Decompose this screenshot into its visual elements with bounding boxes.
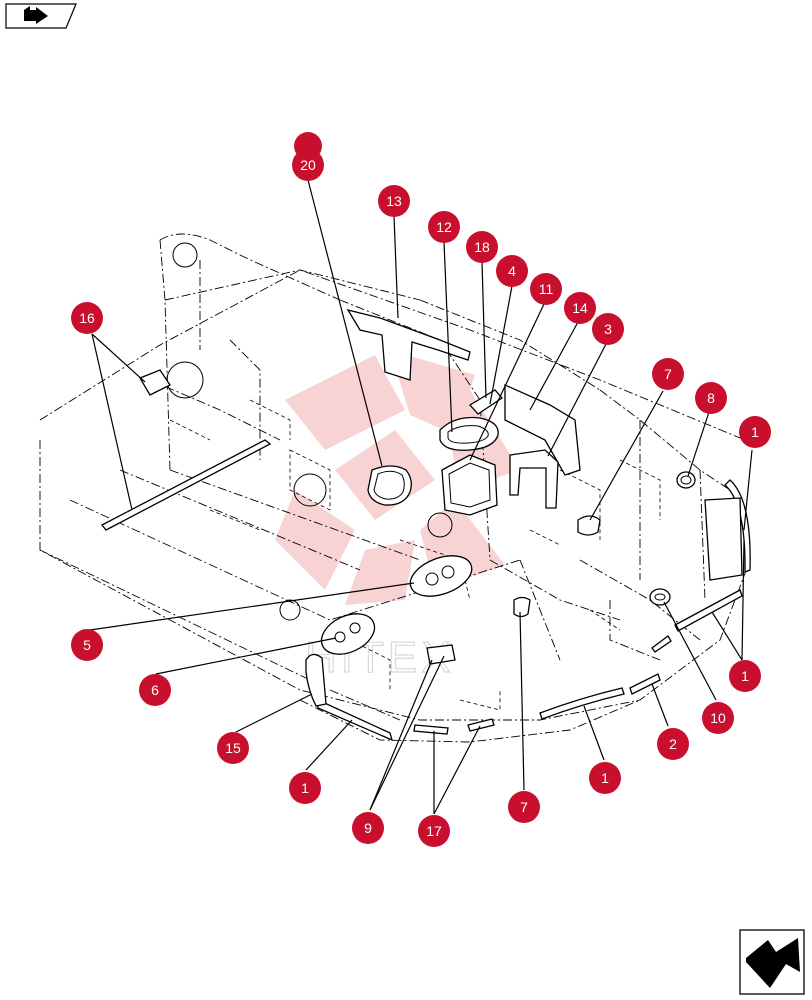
- seal-strip: [468, 389, 503, 415]
- bracket: [139, 369, 171, 396]
- leader-lines: [89, 179, 753, 815]
- callout-12[interactable]: 12: [428, 211, 460, 243]
- callout-label: 5: [83, 637, 91, 653]
- callout-6[interactable]: 6: [139, 674, 171, 706]
- callout-label: 18: [474, 239, 490, 255]
- callout-label: 7: [520, 799, 528, 815]
- clip: [426, 644, 456, 665]
- callout-1-right[interactable]: 1: [739, 416, 771, 448]
- short-strip: [629, 673, 661, 695]
- callout-label: 1: [301, 780, 309, 796]
- callout-11[interactable]: 11: [530, 273, 562, 305]
- callout-label: 10: [710, 710, 726, 726]
- callout-label: 7: [664, 366, 672, 382]
- callout-label: 17: [426, 823, 442, 839]
- cover-plate: [346, 308, 471, 381]
- flange-upper: [577, 515, 601, 536]
- callout-17[interactable]: 17: [418, 815, 450, 847]
- side-plate: [504, 383, 581, 476]
- corner-pad: [305, 653, 327, 707]
- callout-13[interactable]: 13: [378, 185, 410, 217]
- callout-16[interactable]: 16: [71, 302, 103, 334]
- callout-label: 3: [604, 321, 612, 337]
- callout-1-bottom-left[interactable]: 1: [289, 772, 321, 804]
- pad-right: [467, 718, 495, 732]
- callout-label: 15: [225, 740, 241, 756]
- callout-20[interactable]: 20: [292, 149, 324, 181]
- upper-frame: [39, 233, 751, 743]
- callout-label: 13: [386, 193, 402, 209]
- callout-label: 4: [508, 263, 516, 279]
- callout-label: 8: [707, 390, 715, 406]
- callout-18[interactable]: 18: [466, 231, 498, 263]
- flange-lower: [513, 596, 531, 618]
- callout-4[interactable]: 4: [496, 255, 528, 287]
- callout-label: 12: [436, 219, 452, 235]
- arrow-right-icon[interactable]: [5, 3, 77, 29]
- callout-label: 16: [79, 310, 95, 326]
- pad-left: [413, 724, 449, 735]
- tall-plate: [704, 497, 743, 581]
- edge-strip-left: [317, 698, 394, 742]
- callout-label: 9: [364, 820, 372, 836]
- callout-label: 20: [300, 157, 316, 173]
- callout-label: 1: [741, 668, 749, 684]
- callout-label: 1: [751, 424, 759, 440]
- callout-3[interactable]: 3: [592, 313, 624, 345]
- callout-1-lower-right[interactable]: 1: [729, 660, 761, 692]
- callout-7-upper[interactable]: 7: [652, 358, 684, 390]
- edge-strip-lower-right: [674, 589, 743, 632]
- callout-5[interactable]: 5: [71, 629, 103, 661]
- callout-label: 6: [151, 682, 159, 698]
- callout-label: 1: [601, 770, 609, 786]
- callout-7-lower[interactable]: 7: [508, 791, 540, 823]
- callout-2[interactable]: 2: [657, 728, 689, 760]
- callout-15[interactable]: 15: [217, 732, 249, 764]
- callout-10[interactable]: 10: [702, 702, 734, 734]
- callout-label: 11: [539, 281, 554, 297]
- access-cover: [409, 555, 473, 597]
- callout-label: 14: [572, 300, 588, 316]
- small-strip: [651, 635, 672, 653]
- access-cover-small: [320, 613, 376, 655]
- cap: [676, 471, 696, 489]
- rod: [100, 439, 272, 531]
- u-seal: [509, 449, 559, 509]
- callout-14[interactable]: 14: [564, 292, 596, 324]
- callout-9[interactable]: 9: [352, 812, 384, 844]
- callout-label: 2: [669, 736, 677, 752]
- grommet: [649, 588, 671, 606]
- callouts: 20 13 12 18 4 11 14 3 16 7 8 1 1 10 2 1 …: [71, 132, 771, 847]
- next-page-arrow-icon[interactable]: [739, 929, 805, 995]
- callout-8[interactable]: 8: [695, 382, 727, 414]
- edge-strip-bottom: [539, 687, 625, 720]
- callout-1-bottom-right[interactable]: 1: [589, 762, 621, 794]
